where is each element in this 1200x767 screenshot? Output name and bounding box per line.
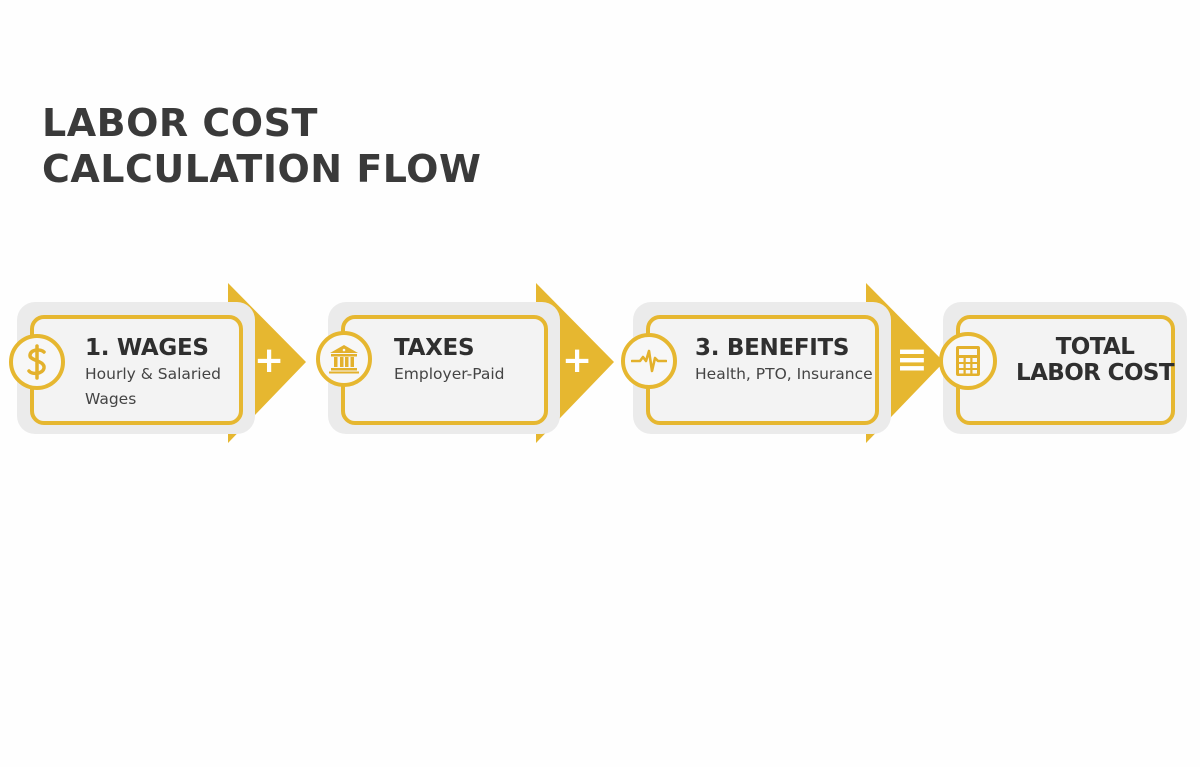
step-card-benefits: 3. BENEFITS Health, PTO, Insurance (621, 302, 891, 434)
step-card-wages: 1. WAGES Hourly & Salaried Wages (9, 302, 255, 434)
card-text: 3. BENEFITS Health, PTO, Insurance (695, 334, 885, 387)
result-label: TOTAL LABOR COST (1016, 334, 1175, 386)
title-line-2: CALCULATION FLOW (42, 147, 482, 191)
plus-icon: + (562, 340, 593, 381)
card-text: 1. WAGES Hourly & Salaried Wages (85, 334, 245, 412)
page-title: LABOR COST CALCULATION FLOW (42, 100, 481, 192)
plus-icon: + (254, 340, 285, 381)
title-line-1: LABOR COST (42, 101, 318, 145)
card-text: TAXES Employer-Paid (394, 334, 554, 387)
step-label: TAXES (394, 335, 475, 361)
card-inner-border (646, 315, 879, 425)
step-description: Hourly & Salaried Wages (85, 365, 221, 408)
pulse-icon (621, 333, 677, 389)
bank-icon (316, 331, 372, 387)
step-label: 1. WAGES (85, 335, 209, 361)
step-description: Health, PTO, Insurance (695, 365, 873, 383)
step-label: 3. BENEFITS (695, 335, 850, 361)
card-inner-border (30, 315, 243, 425)
equals-icon: ≡ (896, 337, 928, 381)
dollar-icon (9, 334, 65, 390)
result-card-total-labor-cost: TOTAL LABOR COST (939, 302, 1187, 434)
calculator-icon (939, 332, 997, 390)
card-text: TOTAL LABOR COST (1013, 334, 1177, 386)
step-card-taxes: TAXES Employer-Paid (316, 302, 560, 434)
step-description: Employer-Paid (394, 365, 505, 383)
